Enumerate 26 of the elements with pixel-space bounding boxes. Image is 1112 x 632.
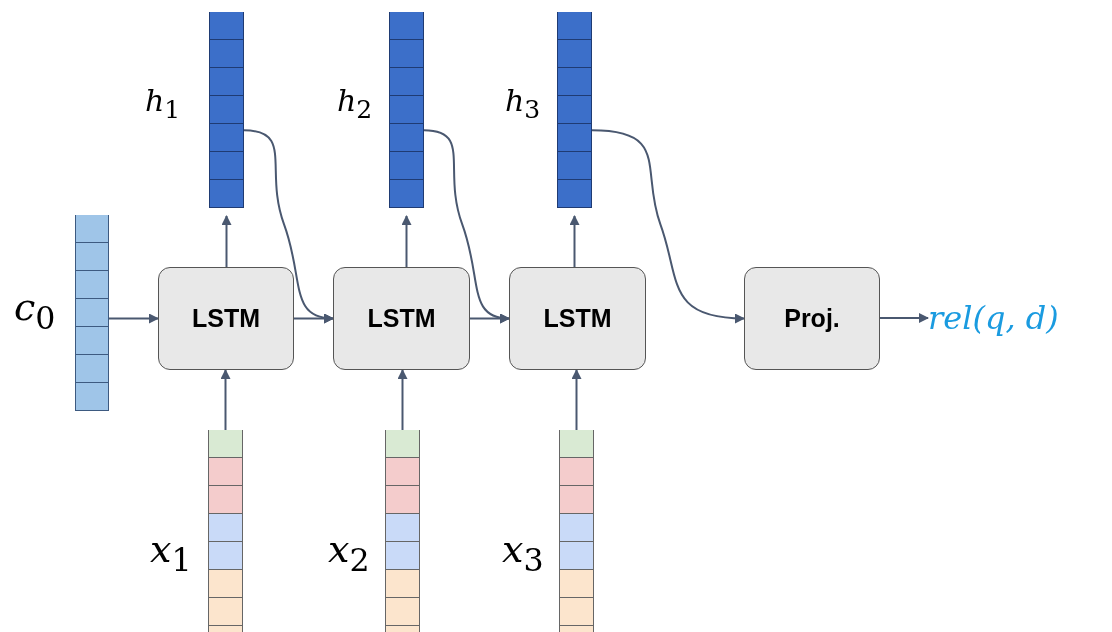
vector-column [385, 430, 420, 632]
arrow [879, 313, 929, 323]
vector-label: c$_{0}$ [14, 288, 56, 335]
vector-column [208, 430, 243, 632]
output-label: rel(q, d) [928, 295, 1112, 341]
arrow [221, 215, 232, 268]
arrow [397, 369, 408, 431]
arrow [243, 129, 334, 323]
arrow [571, 369, 582, 431]
process-box: LSTM [158, 267, 294, 370]
vector-label: h$_{3}$ [505, 86, 541, 122]
arrow [569, 215, 580, 268]
arrow [220, 369, 231, 431]
arrow [108, 313, 159, 324]
vector-label: h$_{2}$ [337, 86, 373, 122]
process-box: LSTM [333, 267, 470, 370]
process-box: Proj. [744, 267, 880, 370]
arrow [401, 215, 412, 268]
arrow [423, 129, 510, 323]
vector-label: x$_{1}$ [150, 530, 192, 577]
vector-label: x$_{3}$ [502, 530, 544, 577]
vector-label: x$_{2}$ [328, 530, 370, 577]
vector-label: h$_{1}$ [145, 86, 181, 122]
arrow [591, 129, 745, 324]
process-box: LSTM [509, 267, 646, 370]
vector-column [559, 430, 594, 632]
